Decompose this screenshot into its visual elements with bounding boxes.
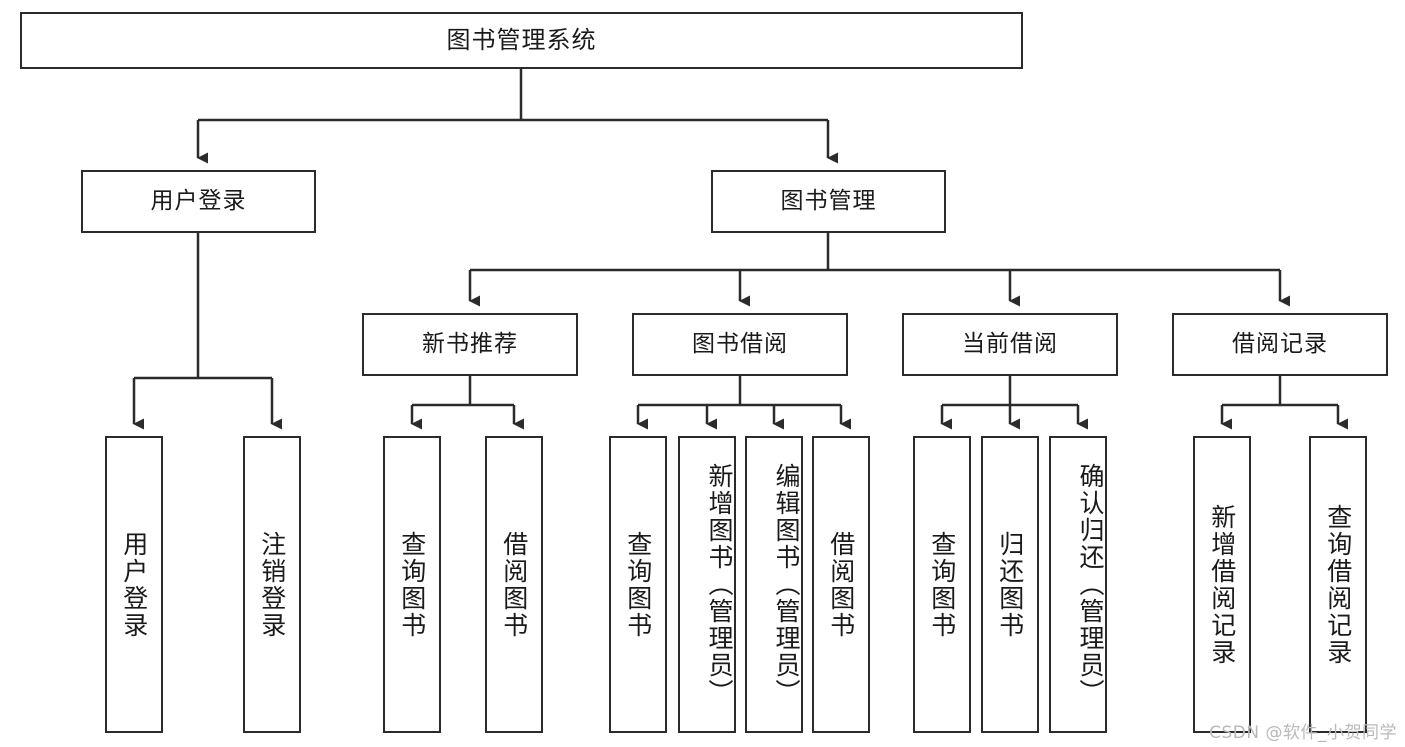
- node-label: 用户登录: [150, 187, 247, 214]
- node-label: 借阅图书: [826, 530, 856, 639]
- node-label: 查询图书: [623, 530, 653, 639]
- node-label: 新增借阅记录: [1207, 503, 1237, 666]
- leaf-borrow-borrow-book[interactable]: 借阅图书: [812, 436, 870, 733]
- node-label: 查询借阅记录: [1323, 503, 1353, 666]
- node-label: 图书借阅: [692, 330, 788, 357]
- node-label: 图书管理系统: [446, 26, 597, 55]
- node-new-book-recommend[interactable]: 新书推荐: [362, 313, 578, 376]
- node-book-management[interactable]: 图书管理: [711, 170, 946, 233]
- node-root-system[interactable]: 图书管理系统: [20, 12, 1023, 69]
- node-label: 新书推荐: [422, 330, 518, 357]
- leaf-record-add-record[interactable]: 新增借阅记录: [1193, 436, 1251, 733]
- node-user-login[interactable]: 用户登录: [81, 170, 316, 233]
- leaf-borrow-add-book-admin[interactable]: 新增图书（管理员）: [678, 436, 736, 733]
- node-label: 借阅记录: [1232, 330, 1328, 357]
- node-label: 注销登录: [257, 530, 287, 639]
- node-borrow-record[interactable]: 借阅记录: [1172, 313, 1388, 376]
- node-label: 图书管理: [780, 187, 877, 214]
- leaf-borrow-query-book[interactable]: 查询图书: [609, 436, 667, 733]
- leaf-current-return-book[interactable]: 归还图书: [981, 436, 1039, 733]
- node-label: 用户登录: [119, 530, 149, 639]
- node-label: 当前借阅: [962, 330, 1058, 357]
- leaf-current-query-book[interactable]: 查询图书: [913, 436, 971, 733]
- node-book-borrow[interactable]: 图书借阅: [632, 313, 848, 376]
- leaf-record-query-record[interactable]: 查询借阅记录: [1309, 436, 1367, 733]
- node-current-borrow[interactable]: 当前借阅: [902, 313, 1118, 376]
- leaf-recommend-borrow-book[interactable]: 借阅图书: [485, 436, 543, 733]
- leaf-recommend-query-book[interactable]: 查询图书: [383, 436, 441, 733]
- node-label: 归还图书: [995, 530, 1025, 639]
- node-label: 新增图书（管理员）: [705, 463, 734, 706]
- leaf-borrow-edit-book-admin[interactable]: 编辑图书（管理员）: [745, 436, 803, 733]
- leaf-user-logout[interactable]: 注销登录: [243, 436, 301, 733]
- node-label: 确认归还（管理员）: [1076, 463, 1105, 706]
- node-label: 查询图书: [397, 530, 427, 639]
- node-label: 查询图书: [927, 530, 957, 639]
- leaf-current-confirm-return-admin[interactable]: 确认归还（管理员）: [1049, 436, 1107, 733]
- node-label: 编辑图书（管理员）: [772, 463, 801, 706]
- csdn-watermark: CSDN @软件_小贺同学: [1209, 723, 1397, 743]
- node-label: 借阅图书: [499, 530, 529, 639]
- leaf-user-login[interactable]: 用户登录: [105, 436, 163, 733]
